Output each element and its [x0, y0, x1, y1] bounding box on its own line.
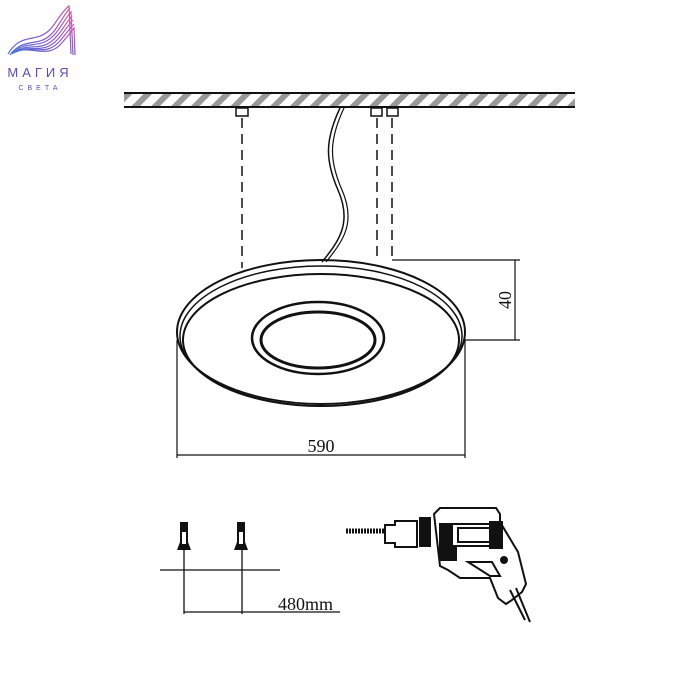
wall-anchor-icon [177, 522, 248, 550]
ceiling-mounts [235, 107, 399, 117]
logo-waves-icon [7, 4, 76, 55]
drill-icon [346, 507, 531, 623]
suspension-wires [241, 118, 393, 268]
ceiling-lamp [176, 259, 466, 407]
brand-logo: МАГИЯ СВЕТА [7, 4, 76, 92]
logo-title: МАГИЯ [7, 65, 72, 80]
diameter-dimension [176, 340, 466, 458]
height-label: 40 [495, 291, 515, 309]
mount-spacing-label: 480mm [278, 594, 333, 614]
ceiling [124, 92, 575, 108]
power-cable [321, 107, 345, 263]
diameter-label: 590 [308, 436, 335, 456]
mount-spacing-dimension [160, 550, 340, 614]
logo-subtitle: СВЕТА [18, 85, 61, 92]
height-dimension [392, 259, 520, 341]
